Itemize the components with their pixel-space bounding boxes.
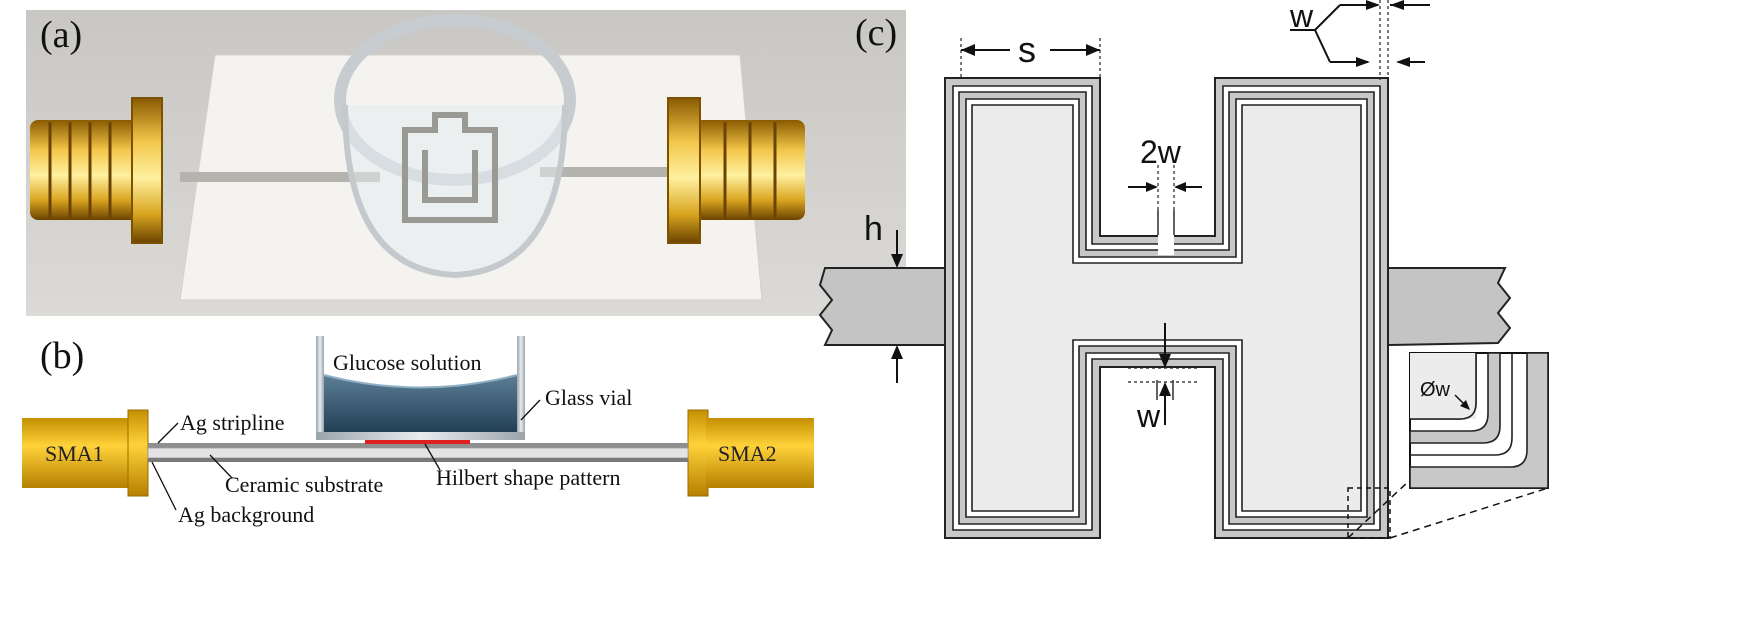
dim-w-mid-label: w xyxy=(1136,398,1161,434)
panel-c: (c) s w xyxy=(818,0,1549,539)
ag-background-label: Ag background xyxy=(178,502,314,527)
ag-stripline-leader xyxy=(157,422,179,444)
dim-w-top-label: w xyxy=(1289,0,1314,34)
panel-b-label: (b) xyxy=(40,335,84,377)
sma2-block: SMA2 xyxy=(687,409,814,497)
hilbert-pattern-mark xyxy=(365,440,470,444)
ag-background-layer xyxy=(148,458,688,462)
glass-vial-label: Glass vial xyxy=(545,385,632,410)
hilbert-pattern-label: Hilbert shape pattern xyxy=(436,465,621,490)
panel-c-label: (c) xyxy=(855,12,897,54)
hilbert-photo-pattern xyxy=(402,112,498,223)
panel-a-label: (a) xyxy=(40,14,82,56)
feed-line-right xyxy=(1387,267,1512,347)
stripline-right xyxy=(540,167,740,177)
sma2-label: SMA2 xyxy=(718,441,777,466)
ceramic-substrate-leader xyxy=(209,454,233,479)
ceramic-substrate-layer xyxy=(147,447,689,459)
glass-vial xyxy=(316,336,525,440)
ceramic-substrate-label: Ceramic substrate xyxy=(225,472,383,497)
zoom-inset xyxy=(1409,352,1549,489)
ag-background-leader xyxy=(151,461,177,511)
dim-radius-label: Øw xyxy=(1420,379,1451,401)
sma1-label: SMA1 xyxy=(45,441,104,466)
dim-2w-label: 2w xyxy=(1140,134,1182,170)
top-slit xyxy=(1158,210,1174,255)
sma-connector-left xyxy=(30,97,163,244)
resonator-inner-trace xyxy=(971,104,1362,512)
dim-s-label: s xyxy=(1018,29,1036,70)
stripline-left xyxy=(180,172,380,182)
dim-w-bracket xyxy=(1290,4,1341,63)
sma-connector-right xyxy=(667,97,805,244)
glucose-solution-label: Glucose solution xyxy=(333,350,482,375)
glucose-solution-body xyxy=(324,375,517,432)
ag-stripline-layer xyxy=(148,443,688,448)
vial-body xyxy=(342,104,568,279)
zoom-source-box xyxy=(1347,487,1391,539)
feed-line-left xyxy=(818,267,946,346)
glass-vial-leader xyxy=(520,399,541,421)
panel-b: (b) SMA1 SMA2 Glucose solution Glass vi xyxy=(22,335,814,527)
ag-stripline-label: Ag stripline xyxy=(180,410,285,435)
hilbert-pattern-leader xyxy=(424,443,441,471)
sma1-block: SMA1 xyxy=(22,409,149,497)
panel-a: (a) xyxy=(26,10,906,316)
dim-h-label: h xyxy=(864,210,883,248)
